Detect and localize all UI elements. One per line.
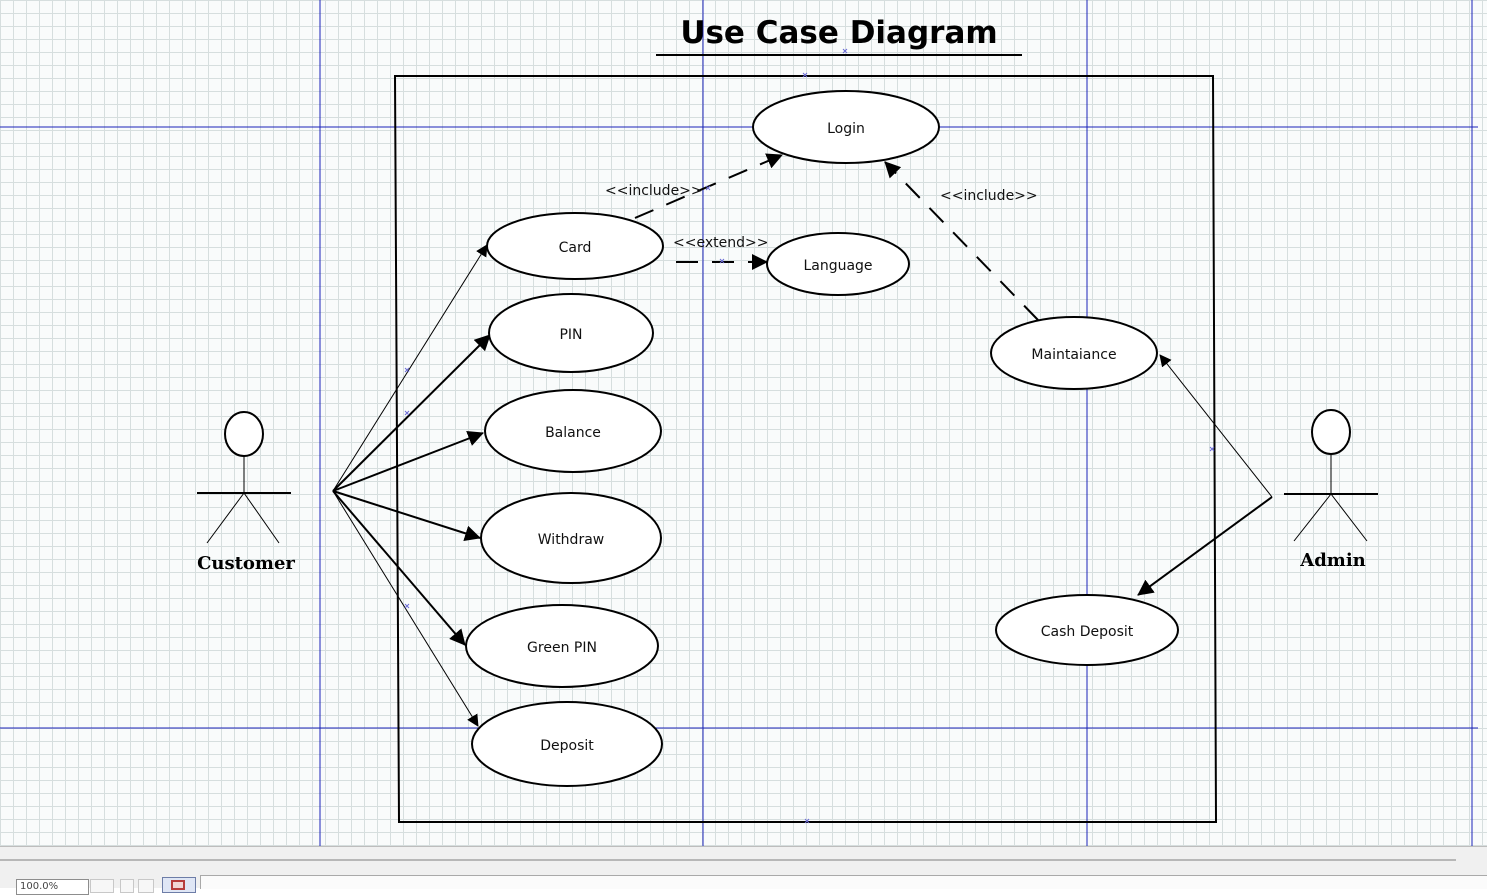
status-field xyxy=(200,875,1487,889)
include-maintaiance-login[interactable] xyxy=(884,161,1039,321)
relationships xyxy=(332,153,1273,727)
diagram-title: Use Case Diagram xyxy=(656,12,1022,56)
usecase-label: Card xyxy=(559,240,592,256)
usecase-label: Login xyxy=(827,121,865,137)
association-admin-maintaiance[interactable] xyxy=(1159,354,1273,498)
guide-lines xyxy=(0,0,1478,846)
usecase-maintaiance[interactable]: Maintaiance xyxy=(990,316,1158,390)
usecase-language[interactable]: Language xyxy=(766,232,910,296)
actor-name: Admin xyxy=(1299,550,1366,571)
status-bar: 100.0% xyxy=(0,846,1487,895)
actor-name: Customer xyxy=(197,553,295,574)
toolbar-button[interactable] xyxy=(138,879,154,893)
association-customer-card[interactable] xyxy=(332,244,488,492)
association-customer-green-pin[interactable] xyxy=(332,490,466,646)
extend-label: <<extend>> xyxy=(673,235,768,251)
diagram-drawing: <<include>> <<extend>> <<include>> Login… xyxy=(0,0,1478,846)
usecase-login[interactable]: Login xyxy=(752,90,940,164)
usecase-pin[interactable]: PIN xyxy=(488,293,654,373)
association-customer-pin[interactable] xyxy=(332,334,491,492)
system-boundary[interactable] xyxy=(393,75,1218,823)
anchor-marks xyxy=(404,48,1215,824)
usecase-label: Language xyxy=(803,258,872,274)
toolbar-button[interactable] xyxy=(90,879,114,893)
calendar-icon[interactable] xyxy=(162,877,196,893)
association-customer-deposit[interactable] xyxy=(332,490,479,727)
actor-customer[interactable]: Customer xyxy=(197,411,295,574)
diagram-canvas[interactable]: <<include>> <<extend>> <<include>> Login… xyxy=(0,0,1487,846)
association-admin-cash-deposit[interactable] xyxy=(1137,496,1273,596)
usecase-label: Cash Deposit xyxy=(1041,624,1134,640)
zoom-field[interactable]: 100.0% xyxy=(16,879,89,895)
association-customer-balance[interactable] xyxy=(332,430,484,492)
usecase-deposit[interactable]: Deposit xyxy=(471,701,663,787)
usecase-withdraw[interactable]: Withdraw xyxy=(480,492,662,584)
usecase-label: Deposit xyxy=(540,738,594,754)
usecase-card[interactable]: Card xyxy=(486,212,664,280)
usecase-balance[interactable]: Balance xyxy=(484,389,662,473)
toolbar-button[interactable] xyxy=(120,879,134,893)
include-label: <<include>> xyxy=(605,183,703,199)
usecase-label: Balance xyxy=(545,425,601,441)
usecase-label: Maintaiance xyxy=(1031,347,1116,363)
actor-admin[interactable]: Admin xyxy=(1284,409,1378,571)
include-card-login[interactable] xyxy=(634,153,783,219)
include-label: <<include>> xyxy=(940,188,1038,204)
usecase-label: PIN xyxy=(559,327,582,343)
divider xyxy=(0,859,1456,861)
usecase-green-pin[interactable]: Green PIN xyxy=(465,604,659,688)
usecase-cash-deposit[interactable]: Cash Deposit xyxy=(995,594,1179,666)
usecase-label: Withdraw xyxy=(538,532,604,548)
usecase-label: Green PIN xyxy=(527,640,597,656)
association-customer-withdraw[interactable] xyxy=(332,490,481,542)
